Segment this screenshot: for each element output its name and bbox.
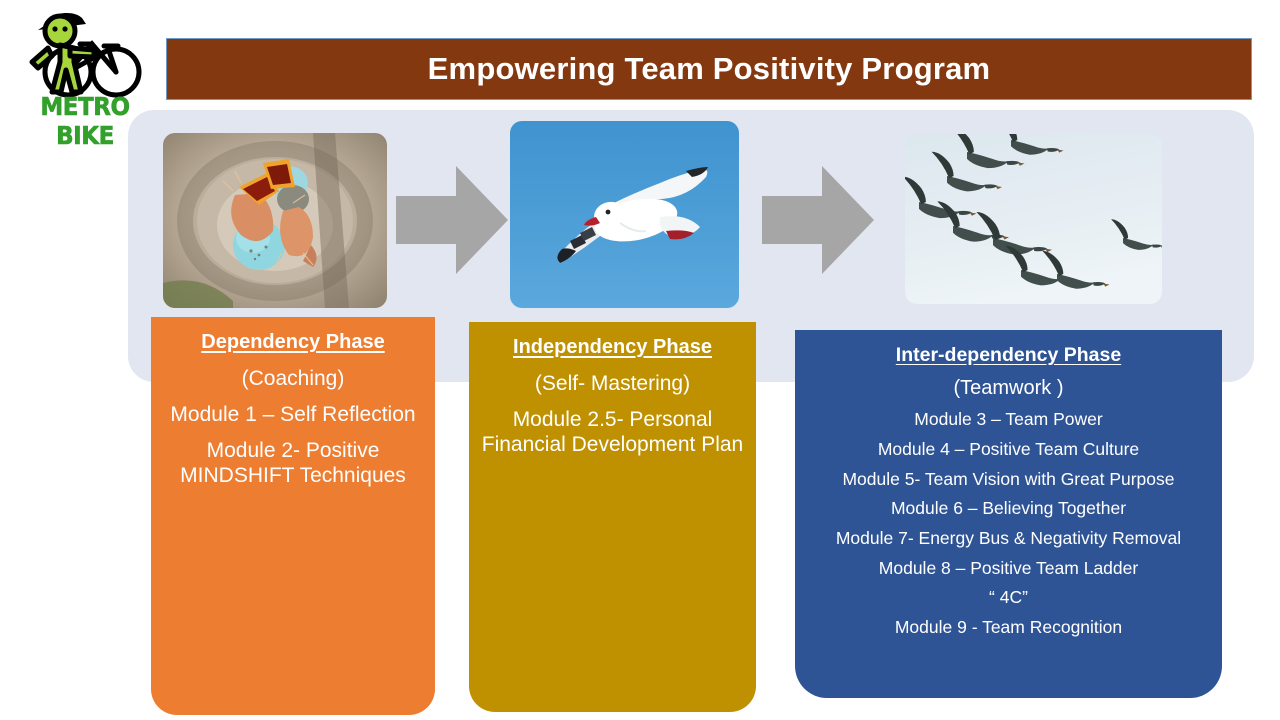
- phase-subtitle: (Self- Mastering): [534, 372, 691, 395]
- flow-arrow-1: [396, 166, 508, 274]
- phase-module: Module 2.5- Personal Financial Developme…: [481, 408, 744, 456]
- flow-arrow-2: [762, 166, 874, 274]
- phase-subtitle: (Coaching): [241, 367, 345, 390]
- phase-title: Independency Phase: [513, 336, 712, 358]
- phase-title: Inter-dependency Phase: [895, 344, 1122, 366]
- cyclist-with-bicycle-icon: [29, 12, 142, 98]
- phase-title: Dependency Phase: [201, 331, 385, 353]
- phase-module: Module 6 – Believing Together: [890, 498, 1127, 519]
- phase-card-independency[interactable]: Independency Phase (Self- Mastering) Mod…: [469, 322, 756, 712]
- phase-module: Module 2- Positive MINDSHIFT Techniques: [180, 438, 406, 487]
- flock-of-geese-photo: [905, 134, 1162, 304]
- phase-module: Module 8 – Positive Team Ladder: [878, 557, 1139, 578]
- title-banner: Empowering Team Positivity Program: [166, 38, 1252, 100]
- phase-module: “ 4C”: [989, 587, 1028, 608]
- phase-card-dependency[interactable]: Dependency Phase (Coaching) Module 1 – S…: [151, 317, 435, 715]
- phase-module: Module 7- Energy Bus & Negativity Remova…: [835, 527, 1182, 548]
- phase-card-inter-dependency[interactable]: Inter-dependency Phase (Teamwork ) Modul…: [795, 330, 1222, 698]
- phase-module: Module 9 - Team Recognition: [894, 616, 1123, 637]
- phase-module: Module 4 – Positive Team Culture: [877, 439, 1140, 460]
- seagull-in-flight-photo: [510, 121, 739, 308]
- phase-subtitle: (Teamwork ): [953, 377, 1064, 400]
- baby-birds-in-nest-photo: [163, 133, 387, 308]
- metro-bike-logo: METRO BIKE: [8, 4, 158, 150]
- page-title: Empowering Team Positivity Program: [427, 51, 991, 86]
- phase-module: Module 5- Team Vision with Great Purpose: [842, 468, 1175, 489]
- logo-wordmark: METRO BIKE: [40, 92, 130, 151]
- phase-module: Module 3 – Team Power: [914, 409, 1103, 430]
- phase-module: Module 1 – Self Reflection: [170, 403, 416, 427]
